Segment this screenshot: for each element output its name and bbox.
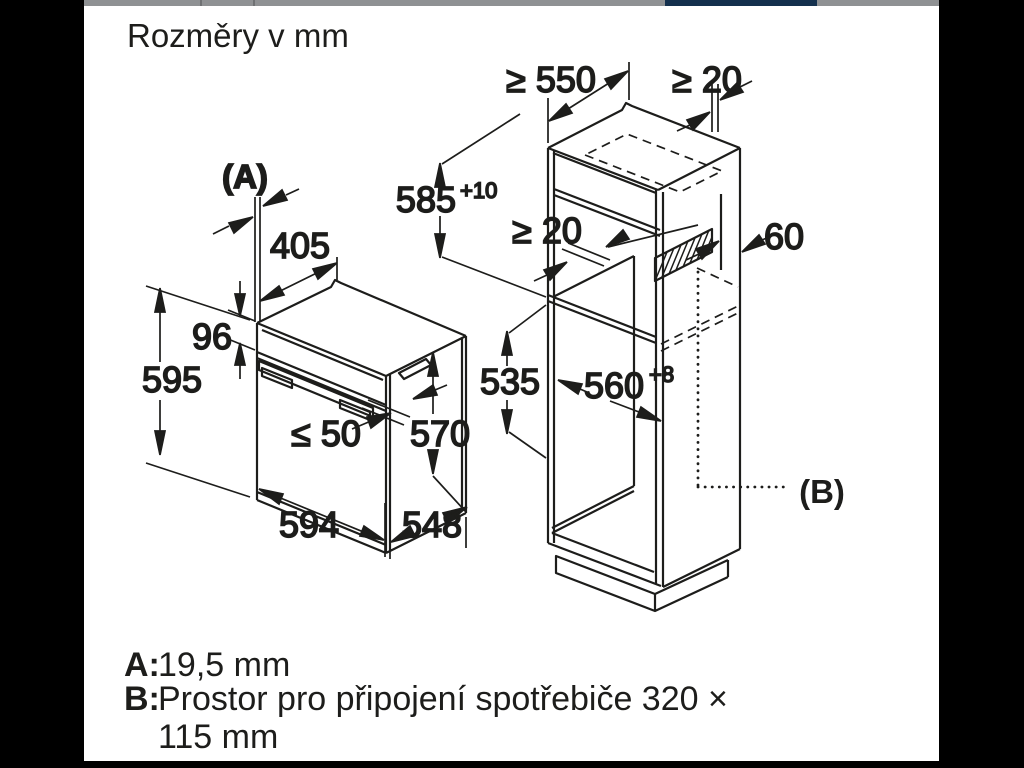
oven-dim-panel-height: 96 — [192, 316, 232, 357]
cabinet-dim-min-depth: ≥ 550 — [506, 59, 596, 100]
page-background — [84, 0, 939, 761]
cabinet-dim-lower-height: 535 — [480, 361, 540, 402]
cabinet-dim-top-rear-gap: ≥ 20 — [672, 59, 742, 100]
oven-drawing: (A) 405 96 595 ≤ 50 — [141, 157, 471, 559]
callout-b-dotted-leader — [696, 270, 792, 489]
oven-callout-label: (A) — [222, 158, 268, 195]
strip-accent-segment — [665, 0, 817, 6]
dim-cab-min-depth: ≥ 550 — [505, 58, 630, 143]
dim-cab-top-rear-gap: ≥ 20 — [671, 58, 753, 132]
dim-oven-594: 594 — [258, 488, 391, 559]
cabinet-dim-rear-vent: 60 — [764, 216, 804, 257]
dim-oven-405: 405 — [259, 224, 338, 302]
legend-b-text-line2: 115 mm — [158, 718, 278, 756]
legend-b-label: B: — [124, 680, 160, 718]
legend-b-text-line1: Prostor pro připojení spotřebiče 320 × — [158, 680, 728, 718]
dim-cab-niche-width: 560 +8 — [557, 361, 675, 422]
legend-a-label: A: — [124, 646, 160, 684]
dim-cab-lower-height: 535 — [479, 304, 547, 459]
dim-oven-548: 548 — [390, 503, 468, 548]
cabinet-dim-niche-width: 560 — [584, 365, 644, 406]
legend-a-text: 19,5 mm — [158, 646, 290, 684]
dim-cab-niche-height: 585 +10 — [395, 113, 547, 298]
oven-dim-height: 595 — [142, 359, 202, 400]
dim-cab-rear-vent: 60 — [685, 215, 805, 261]
cabinet-dim-mid-rear-gap: ≥ 20 — [512, 210, 582, 251]
dim-oven-handle-gap: ≤ 50 — [290, 383, 448, 455]
cabinet-outline — [546, 101, 742, 613]
oven-dim-depth: 548 — [402, 504, 462, 545]
cabinet-callout-label: (B) — [799, 473, 845, 510]
oven-dim-top-depth: 405 — [270, 225, 330, 266]
page-title: Rozměry v mm — [127, 17, 349, 54]
dim-oven-595: 595 — [141, 285, 251, 498]
oven-dim-body-height: 570 — [410, 413, 470, 454]
dim-oven-callout-A: (A) — [212, 157, 300, 322]
strip-divider — [200, 0, 202, 6]
dim-cab-mid-rear-gap: ≥ 20 — [511, 209, 699, 282]
strip-divider — [253, 0, 255, 6]
legend: A: 19,5 mm B: Prostor pro připojení spot… — [124, 646, 728, 756]
cabinet-dim-niche-width-tolerance: +8 — [649, 362, 674, 387]
cabinet-drawing: ≥ 550 ≥ 20 585 +10 ≥ 20 60 — [395, 58, 845, 613]
dim-oven-570: 570 — [409, 351, 471, 513]
oven-dim-handle-gap: ≤ 50 — [291, 413, 361, 454]
top-progress-strip — [84, 0, 939, 6]
dim-oven-96: 96 — [191, 281, 256, 379]
oven-dim-width: 594 — [279, 504, 339, 545]
cabinet-dim-niche-height-tolerance: +10 — [460, 178, 497, 203]
cabinet-dim-niche-height: 585 — [396, 179, 456, 220]
